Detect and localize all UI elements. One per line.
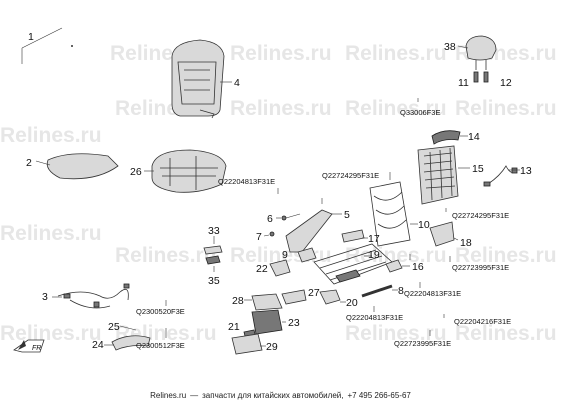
watermark-text: Relines.ru: [0, 322, 102, 345]
callout-15: 15: [472, 163, 484, 175]
callout-11: 11: [458, 77, 469, 89]
part-20-clip: [319, 289, 346, 305]
callout-27: 27: [308, 287, 320, 299]
callout-38: 38: [444, 41, 456, 53]
callout-33: 33: [208, 225, 220, 237]
part-26-cushion-cover: [144, 149, 227, 193]
callout-7: 7: [256, 231, 262, 243]
watermark-text: Relines.ru: [230, 97, 332, 120]
callout-layer: 1 2 3 4 5 6 7 8 9 10 11 12 13 14 15 16 1…: [26, 31, 532, 353]
callout-14: 14: [468, 131, 480, 143]
watermark-text: Relines.ru: [455, 97, 557, 120]
callout-26: 26: [130, 166, 142, 178]
part-22-lever: [269, 259, 291, 277]
callout-16: 16: [412, 261, 424, 273]
callout-1: 1: [28, 31, 34, 43]
watermark-text: Relines.ru: [115, 244, 217, 267]
footer: Relines.ru — запчасти для китайских авто…: [0, 388, 561, 402]
part-27-pad: [281, 289, 307, 305]
part-code-layer: Q33006F3E Q22724295F31E Q22724295F31E Q2…: [136, 108, 511, 350]
part-13-wire-harness: [483, 165, 520, 187]
watermark-text: Relines.ru: [455, 322, 557, 345]
callout-23: 23: [288, 317, 300, 329]
callout-9: 9: [282, 249, 288, 261]
callout-25: 25: [108, 321, 120, 333]
part-code-label: Q2300520F3E: [136, 307, 185, 316]
part-38-headrest: [417, 35, 497, 102]
part-28-pad: [244, 293, 283, 311]
part-code-label: Q22724295F31E: [452, 211, 509, 220]
callout-22: 22: [256, 263, 268, 275]
footer-tagline: запчасти для китайских автомобилей,: [202, 390, 344, 400]
callout-8: 8: [398, 285, 404, 297]
part-1-assembly-bracket: [21, 27, 73, 64]
watermark-layer: Relines.ru Relines.ru Relines.ru Relines…: [0, 42, 557, 345]
watermark-text: Relines.ru: [345, 322, 447, 345]
watermark-text: Relines.ru: [345, 97, 447, 120]
part-code-label: Q22204813F31E: [404, 289, 461, 298]
callout-35: 35: [208, 275, 220, 287]
callout-3: 3: [42, 291, 48, 303]
part-35-plate: [205, 255, 221, 272]
part-8-rod: [361, 284, 398, 298]
part-code-label: Q22724295F31E: [322, 171, 379, 180]
callout-21: 21: [228, 321, 240, 333]
callout-28: 28: [232, 295, 244, 307]
code-leaders: [165, 172, 451, 338]
part-9-clip: [297, 247, 317, 263]
callout-4: 4: [234, 77, 240, 89]
part-code-label: Q22204216F31E: [454, 317, 511, 326]
callout-5: 5: [344, 209, 350, 221]
watermark-text: Relines.ru: [345, 42, 447, 65]
callout-13: 13: [520, 165, 532, 177]
callout-24: 24: [92, 339, 104, 351]
callout-18: 18: [460, 237, 472, 249]
callout-6: 6: [267, 213, 273, 225]
callout-17: 17: [368, 233, 380, 245]
part-2-cushion-pad: [35, 153, 119, 180]
footer-site[interactable]: Relines.ru: [150, 390, 187, 400]
callout-10: 10: [418, 219, 430, 231]
watermark-text: Relines.ru: [345, 244, 447, 267]
callout-2: 2: [26, 157, 32, 169]
part-code-label: Q22204813F31E: [218, 177, 275, 186]
front-direction-marker: FR: [13, 339, 45, 353]
callout-29: 29: [266, 341, 278, 353]
part-5-side-trim: [285, 198, 342, 253]
part-16-knob: [385, 259, 410, 273]
front-marker-label: FR: [32, 345, 41, 352]
part-33-plate: [203, 236, 223, 255]
part-25-trim: [119, 325, 137, 331]
part-15-seatback-panel: [417, 145, 470, 212]
part-17-bracket: [341, 229, 368, 243]
callout-20: 20: [346, 297, 358, 309]
part-code-label: Q33006F3E: [400, 108, 440, 117]
part-code-label: Q22723995F31E: [394, 339, 451, 348]
watermark-text: Relines.ru: [455, 244, 557, 267]
part-code-label: Q2300512F3E: [136, 341, 185, 350]
part-29-switch-cover: [231, 333, 266, 355]
callout-12: 12: [500, 77, 512, 89]
watermark-text: Relines.ru: [0, 222, 102, 245]
part-6-screw: [276, 213, 301, 221]
part-18-shield: [429, 221, 459, 247]
part-23-switch: [251, 309, 286, 335]
part-4-seatback-cover: [171, 39, 232, 119]
footer-dash: —: [190, 390, 199, 400]
part-3-wire-harness: [52, 283, 130, 309]
part-24-trim: [104, 335, 151, 351]
watermark-text: Relines.ru: [0, 124, 102, 147]
footer-phone[interactable]: +7 495 266-65-67: [347, 390, 411, 400]
watermark-text: Relines.ru: [230, 42, 332, 65]
part-7-screw: [263, 231, 275, 237]
part-14-trim-piece: [431, 130, 468, 145]
callout-19: 19: [368, 249, 380, 261]
part-10-seatback-frame: [369, 181, 418, 247]
part-code-label: Q22723995F31E: [452, 263, 509, 272]
part-code-label: Q22204813F31E: [346, 313, 403, 322]
